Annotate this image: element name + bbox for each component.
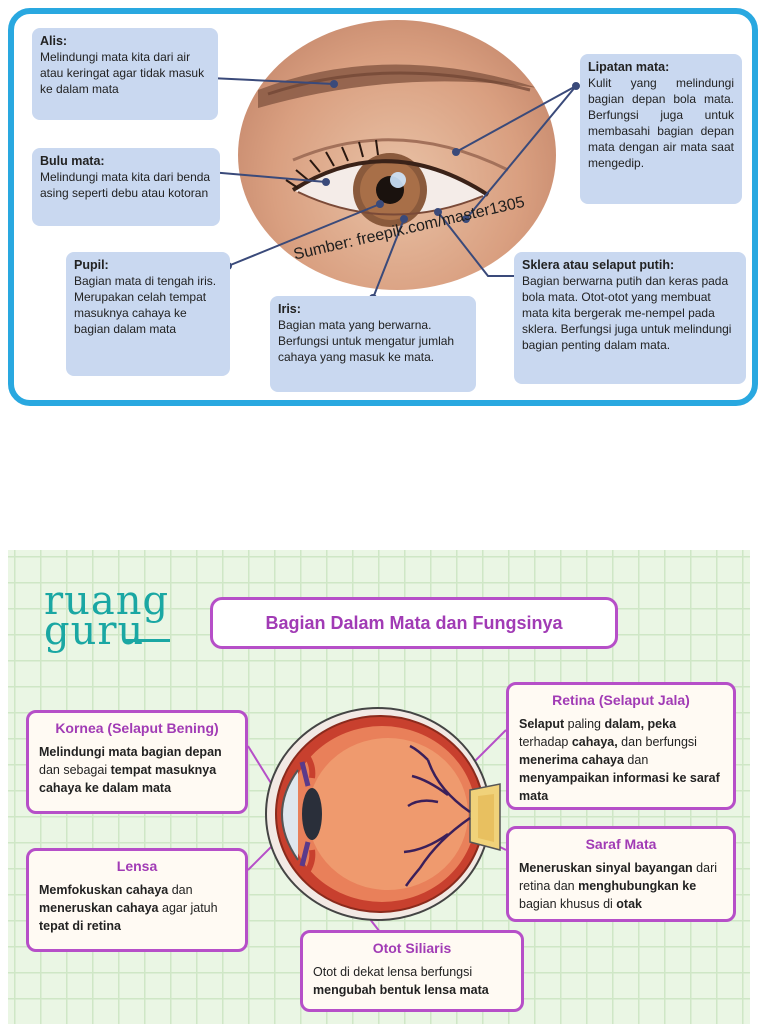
label-title: Iris:: [278, 302, 468, 317]
eye-interior-panel: ruang guru Bagian Dalam Mata dan Fungsin…: [8, 550, 750, 1024]
label-iris: Iris: Bagian mata yang berwarna. Berfung…: [270, 296, 476, 392]
label-sklera: Sklera atau selaput putih: Bagian berwar…: [514, 252, 746, 384]
label-title: Otot Siliaris: [313, 939, 511, 957]
label-alis: Alis: Melindungi mata kita dari air atau…: [32, 28, 218, 120]
label-title: Lensa: [39, 857, 235, 875]
label-lipatan-mata: Lipatan mata: Kulit yang melindungi bagi…: [580, 54, 742, 204]
label-bulu-mata: Bulu mata: Melindungi mata kita dari ben…: [32, 148, 220, 226]
label-desc: Otot di dekat lensa berfungsi mengubah b…: [313, 963, 511, 999]
label-title: Pupil:: [74, 258, 222, 273]
label-desc: Memfokuskan cahaya dan meneruskan cahaya…: [39, 881, 235, 935]
label-desc: Melindungi mata kita dari air atau kerin…: [40, 49, 210, 97]
label-title: Retina (Selaput Jala): [519, 691, 723, 709]
label-title: Sklera atau selaput putih:: [522, 258, 738, 273]
label-desc: Meneruskan sinyal bayangan dari retina d…: [519, 859, 723, 913]
label-desc: Selaput paling dalam, peka terhadap caha…: [519, 715, 723, 805]
label-title: Bulu mata:: [40, 154, 212, 169]
label-desc: Melindungi mata kita dari benda asing se…: [40, 169, 212, 201]
label-lensa: Lensa Memfokuskan cahaya dan meneruskan …: [26, 848, 248, 952]
label-title: Kornea (Selaput Bening): [39, 719, 235, 737]
label-saraf-mata: Saraf Mata Meneruskan sinyal bayangan da…: [506, 826, 736, 922]
label-desc: Kulit yang melindungi bagian depan bola …: [588, 75, 734, 171]
eye-exterior-panel: Sumber: freepik.com/master1305 Alis: Mel…: [8, 8, 758, 406]
label-pupil: Pupil: Bagian mata di tengah iris. Merup…: [66, 252, 230, 376]
label-otot-siliaris: Otot Siliaris Otot di dekat lensa berfun…: [300, 930, 524, 1012]
label-desc: Melindungi mata bagian depan dan sebagai…: [39, 743, 235, 797]
label-title: Saraf Mata: [519, 835, 723, 853]
label-retina: Retina (Selaput Jala) Selaput paling dal…: [506, 682, 736, 810]
label-desc: Bagian mata di tengah iris. Merupakan ce…: [74, 273, 222, 337]
label-title: Lipatan mata:: [588, 60, 734, 75]
label-desc: Bagian berwarna putih dan keras pada bol…: [522, 273, 738, 353]
label-title: Alis:: [40, 34, 210, 49]
label-kornea: Kornea (Selaput Bening) Melindungi mata …: [26, 710, 248, 814]
label-desc: Bagian mata yang berwarna. Berfungsi unt…: [278, 317, 468, 365]
